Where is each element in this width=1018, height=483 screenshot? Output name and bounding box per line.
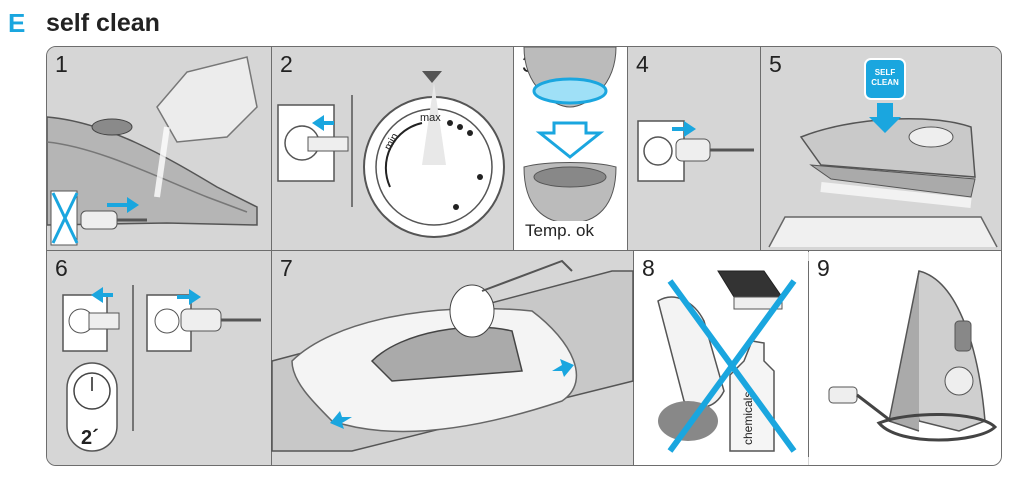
step-1-panel: 1 bbox=[47, 47, 271, 250]
wait-duration-label: 2´ bbox=[81, 427, 99, 449]
step-6-panel: 6 2´ bbox=[47, 251, 271, 465]
fill-water-illustration bbox=[47, 56, 258, 246]
step-number: 6 bbox=[55, 255, 68, 281]
self-clean-label-line1: SELF bbox=[875, 68, 896, 77]
self-clean-button-illustration: SELF CLEAN bbox=[768, 58, 998, 248]
no-chemicals-illustration: chemicals bbox=[657, 270, 797, 453]
divider-6-7 bbox=[271, 250, 273, 465]
unplug-wait-illustration bbox=[62, 285, 261, 452]
section-letter: E bbox=[8, 7, 26, 38]
iron-storage-illustration bbox=[828, 270, 998, 442]
step-number: 8 bbox=[642, 255, 655, 281]
step-number: 2 bbox=[280, 51, 293, 77]
step-number: 7 bbox=[280, 255, 293, 281]
divider-3-4 bbox=[627, 47, 629, 250]
step-number: 4 bbox=[636, 51, 649, 77]
chemicals-label: chemicals bbox=[741, 392, 755, 445]
step-8-panel: 8 chemicals bbox=[634, 251, 808, 465]
section-title: self clean bbox=[46, 8, 160, 37]
step-number: 5 bbox=[769, 51, 782, 77]
divider-8-9 bbox=[808, 261, 810, 457]
step-3-panel: 3 Temp. ok bbox=[514, 47, 627, 250]
temperature-ok-label: Temp. ok bbox=[522, 221, 597, 241]
step-number: 1 bbox=[55, 51, 68, 77]
divider-1-2 bbox=[271, 47, 273, 250]
step-number: 9 bbox=[817, 255, 830, 281]
step-2-panel: 2 max min bbox=[272, 47, 513, 250]
plug-in-illustration bbox=[637, 120, 754, 182]
step-4-panel: 4 bbox=[628, 47, 760, 250]
temperature-light-illustration bbox=[523, 47, 617, 224]
section-heading: E self clean bbox=[8, 6, 160, 40]
step-7-panel: 7 bbox=[271, 251, 634, 465]
step-5-panel: 5 SELF CLEAN bbox=[761, 47, 1001, 250]
step-9-panel: 9 bbox=[809, 251, 1001, 465]
ironing-cloth-illustration bbox=[271, 259, 634, 452]
unplug-set-dial-illustration: max min bbox=[277, 71, 505, 238]
self-clean-label-line2: CLEAN bbox=[871, 78, 899, 87]
divider-4-5 bbox=[760, 47, 762, 250]
dial-max-label: max bbox=[420, 112, 441, 124]
row-divider bbox=[47, 250, 1001, 252]
divider-2-3 bbox=[513, 47, 515, 250]
instruction-frame: 1 2 bbox=[46, 46, 1002, 466]
